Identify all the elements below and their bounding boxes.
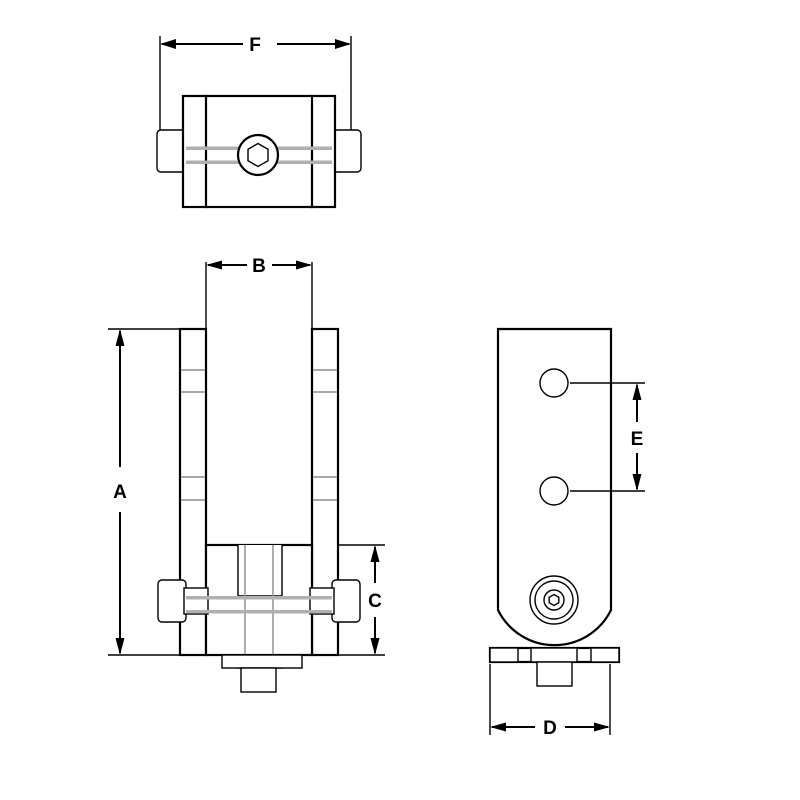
front-view-left-bolt-head <box>157 579 187 623</box>
f-arrowhead-left <box>160 39 176 49</box>
a-arrowhead-bottom <box>115 638 125 655</box>
top-view-right-bolt-head <box>332 129 362 173</box>
top-view-right-end-plate <box>309 94 337 209</box>
top-view-group: F <box>156 35 362 209</box>
c-arrowhead-bottom <box>370 638 380 655</box>
front-view-stud-base-plate <box>221 654 303 669</box>
front-view-right-bolt-shank <box>309 587 335 615</box>
side-view-upper-hole <box>539 368 569 398</box>
d-arrowhead-left <box>490 722 506 732</box>
b-arrowhead-left <box>206 260 222 270</box>
dimension-label-d: D <box>543 718 557 739</box>
top-view-hex-socket <box>247 142 269 168</box>
e-arrowhead-top <box>632 383 642 400</box>
side-view-hub-hex-socket <box>548 593 560 607</box>
a-arrowhead-top <box>115 329 125 346</box>
side-view-foot-center-pad <box>530 647 578 663</box>
top-view-left-bolt-head <box>156 129 186 173</box>
side-view-bottom-stud <box>536 661 573 687</box>
dimension-label-b: B <box>252 256 266 277</box>
e-arrowhead-bottom <box>632 474 642 491</box>
b-arrowhead-right <box>296 260 312 270</box>
dimension-label-f: F <box>249 35 261 56</box>
front-view-group: B A C <box>108 256 385 693</box>
side-view-group: E D <box>488 327 645 739</box>
side-view-foot-notch-left <box>489 647 519 663</box>
side-view-lower-hole <box>539 476 569 506</box>
front-view-bolt-axis-band-upper <box>186 596 332 600</box>
front-view-right-bolt-head <box>331 579 361 623</box>
top-view-body-block <box>204 94 314 209</box>
dimension-label-c: C <box>368 591 382 612</box>
dimension-label-e: E <box>631 429 644 450</box>
front-view-bolt-axis-band-lower <box>186 610 332 614</box>
c-arrowhead-top <box>370 545 380 562</box>
d-arrowhead-right <box>594 722 610 732</box>
f-arrowhead-right <box>335 39 351 49</box>
front-view-bottom-stud <box>240 667 277 693</box>
front-view-left-bolt-shank <box>183 587 209 615</box>
top-view-left-end-plate <box>181 94 209 209</box>
side-view-foot-notch-right <box>590 647 620 663</box>
dimension-label-a: A <box>113 482 127 503</box>
